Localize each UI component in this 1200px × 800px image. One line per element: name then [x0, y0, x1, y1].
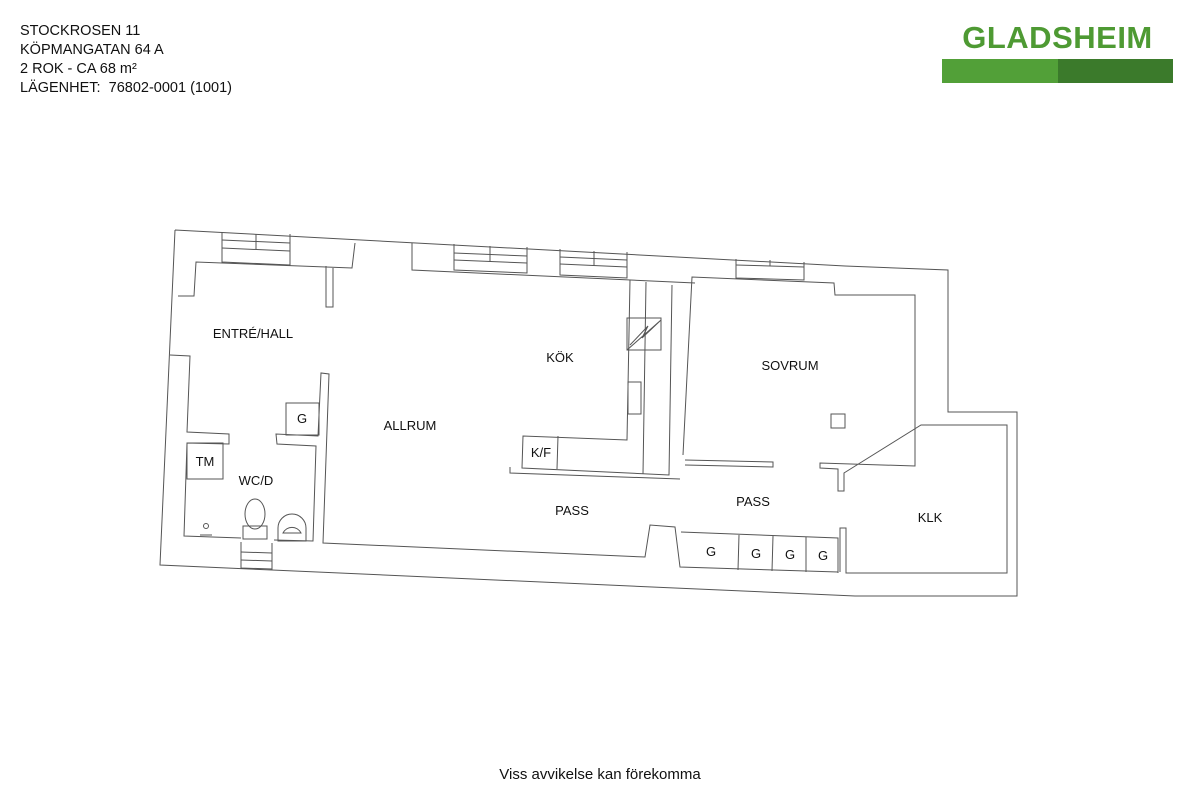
- wall: [178, 242, 356, 297]
- pillar: [830, 413, 846, 429]
- wall: [169, 354, 242, 539]
- room-label-kitchen: KÖK: [546, 350, 574, 365]
- windows: [221, 232, 805, 570]
- washer-box: [186, 442, 224, 480]
- wardrobe-label: G: [751, 546, 761, 561]
- room-label-wc: WC/D: [239, 473, 274, 488]
- wall: [325, 266, 334, 308]
- outer-wall: [159, 229, 1018, 597]
- wardrobe-label: G: [297, 411, 307, 426]
- wardrobe-label: G: [706, 544, 716, 559]
- wardrobe-label: G: [785, 547, 795, 562]
- logo-text: GLADSHEIM: [962, 20, 1153, 55]
- wall: [509, 467, 681, 480]
- room-label-pass: PASS: [736, 494, 770, 509]
- wardrobe-label: G: [818, 548, 828, 563]
- disclaimer: Viss avvikelse kan förekomma: [499, 766, 701, 783]
- room-label-pass: PASS: [555, 503, 589, 518]
- property-name: STOCKROSEN 11: [20, 23, 141, 39]
- sink-icon: [277, 513, 307, 542]
- logo-bar: [942, 59, 1173, 83]
- room-label-living: ALLRUM: [384, 418, 437, 433]
- room-label-closet: KLK: [918, 510, 943, 525]
- toilet-icon: [242, 498, 268, 540]
- size: 2 ROK - CA 68 m²: [20, 61, 137, 77]
- wardrobes: [680, 531, 839, 573]
- apartment-info: STOCKROSEN 11 KÖPMANGATAN 64 A 2 ROK - C…: [20, 22, 232, 98]
- wall: [411, 243, 696, 284]
- address: KÖPMANGATAN 64 A: [20, 42, 164, 58]
- room-label-fridge: K/F: [531, 445, 551, 460]
- room-label-bedroom: SOVRUM: [761, 358, 818, 373]
- wall: [273, 372, 839, 573]
- apartment-number: LÄGENHET: 76802-0001 (1001): [20, 80, 232, 96]
- room-label-hall: ENTRÉ/HALL: [213, 326, 293, 341]
- wall: [684, 459, 774, 468]
- room-label-washer: TM: [196, 454, 215, 469]
- wall: [682, 276, 1008, 574]
- fridge-box: [556, 435, 559, 470]
- floor-drain-icon: [200, 523, 212, 536]
- gladsheim-logo: GLADSHEIM: [942, 20, 1173, 83]
- wardrobe: [285, 402, 320, 436]
- stove-icon: [626, 317, 662, 351]
